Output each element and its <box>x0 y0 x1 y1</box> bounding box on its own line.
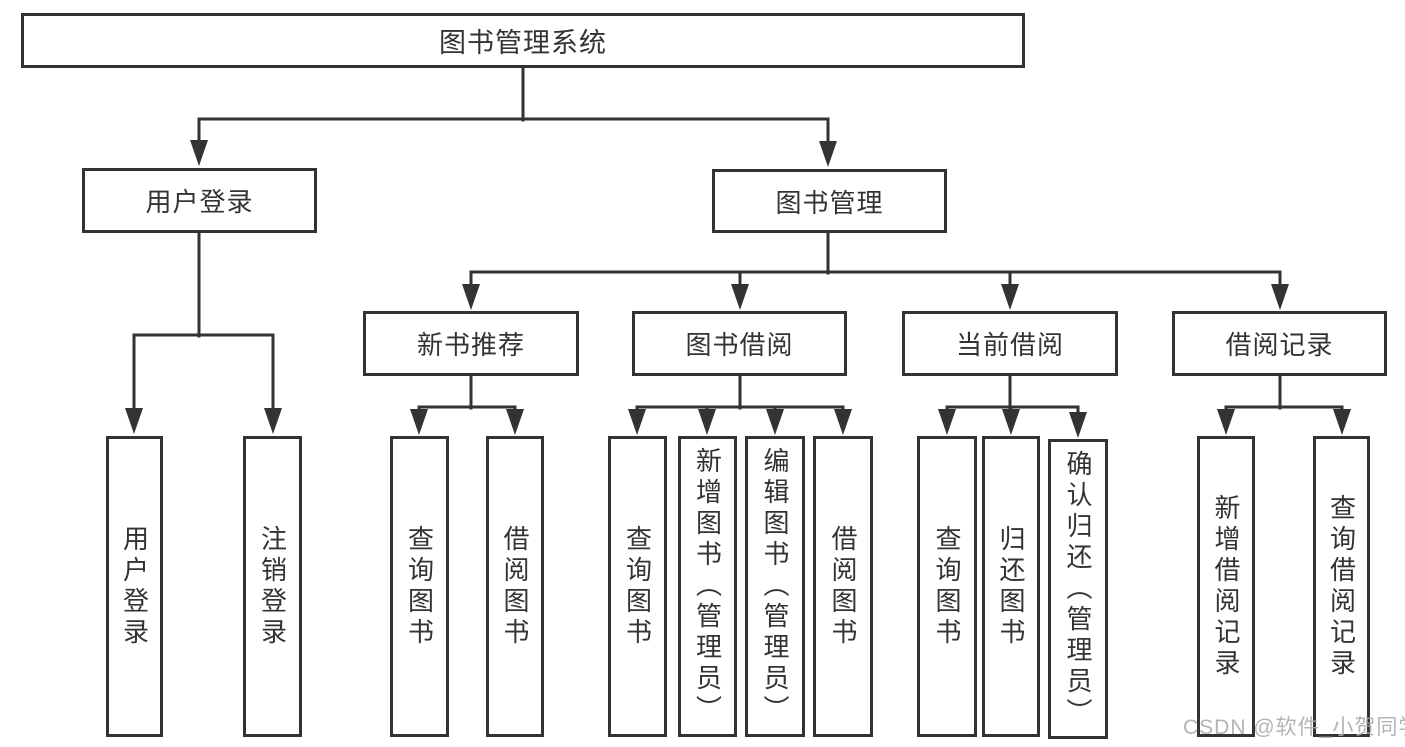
node-root: 图书管理系统 <box>21 13 1025 68</box>
node-root-label: 图书管理系统 <box>439 28 607 58</box>
node-user-login-label: 用户登录 <box>145 187 254 217</box>
node-book-borrow: 图书借阅 <box>632 311 847 376</box>
leaf-current-confirm-return-admin: 确认归还（管理员） <box>1048 439 1108 739</box>
connector-records-to-leaves <box>1217 374 1351 435</box>
connector-current-to-leaves <box>938 374 1087 438</box>
leaf-newbook-query-books-label: 查询图书 <box>404 524 435 649</box>
leaf-records-query-record: 查询借阅记录 <box>1313 436 1370 737</box>
leaf-current-query-books: 查询图书 <box>917 436 977 737</box>
node-borrow-records: 借阅记录 <box>1172 311 1387 376</box>
leaf-newbook-query-books: 查询图书 <box>390 436 449 737</box>
node-user-login: 用户登录 <box>82 168 317 233</box>
leaf-borrow-borrow-books-label: 借阅图书 <box>828 524 858 649</box>
leaf-borrow-edit-books-admin: 编辑图书（管理员） <box>745 436 805 737</box>
leaf-logout: 注销登录 <box>243 436 302 737</box>
leaf-borrow-edit-books-admin-label: 编辑图书（管理员） <box>760 447 790 726</box>
leaf-newbook-borrow-books-label: 借阅图书 <box>500 524 530 649</box>
node-current-borrow-label: 当前借阅 <box>955 330 1064 360</box>
node-book-borrow-label: 图书借阅 <box>685 330 794 360</box>
connector-book-management-to-level3 <box>462 231 1289 310</box>
connector-borrow-to-leaves <box>628 374 852 435</box>
connector-new-book-to-leaves <box>410 374 524 435</box>
csdn-watermark: CSDN @软件_小贺同学 <box>1183 716 1405 739</box>
leaf-records-query-record-label: 查询借阅记录 <box>1326 493 1357 680</box>
leaf-logout-label: 注销登录 <box>257 524 288 649</box>
node-book-management: 图书管理 <box>712 169 947 233</box>
node-borrow-records-label: 借阅记录 <box>1225 330 1334 360</box>
leaf-user-login-label: 用户登录 <box>119 524 150 649</box>
leaf-records-add-record-label: 新增借阅记录 <box>1211 493 1241 680</box>
node-new-book-recommend-label: 新书推荐 <box>416 330 525 360</box>
leaf-borrow-add-books-admin: 新增图书（管理员） <box>678 436 737 737</box>
leaf-current-query-books-label: 查询图书 <box>932 524 962 649</box>
leaf-current-return-books: 归还图书 <box>982 436 1040 737</box>
node-current-borrow: 当前借阅 <box>902 311 1118 376</box>
leaf-records-add-record: 新增借阅记录 <box>1197 436 1255 737</box>
leaf-borrow-borrow-books: 借阅图书 <box>813 436 873 737</box>
connector-user-login-to-leaves <box>125 231 282 434</box>
leaf-borrow-query-books: 查询图书 <box>608 436 667 737</box>
leaf-borrow-add-books-admin-label: 新增图书（管理员） <box>692 447 723 726</box>
node-book-management-label: 图书管理 <box>775 187 884 218</box>
node-new-book-recommend: 新书推荐 <box>363 311 579 376</box>
leaf-current-return-books-label: 归还图书 <box>996 524 1026 649</box>
leaf-current-confirm-return-admin-label: 确认归还（管理员） <box>1063 449 1093 729</box>
leaf-newbook-borrow-books: 借阅图书 <box>486 436 544 737</box>
leaf-user-login: 用户登录 <box>106 436 163 737</box>
leaf-borrow-query-books-label: 查询图书 <box>622 524 653 649</box>
connector-root-to-level2 <box>190 66 837 167</box>
